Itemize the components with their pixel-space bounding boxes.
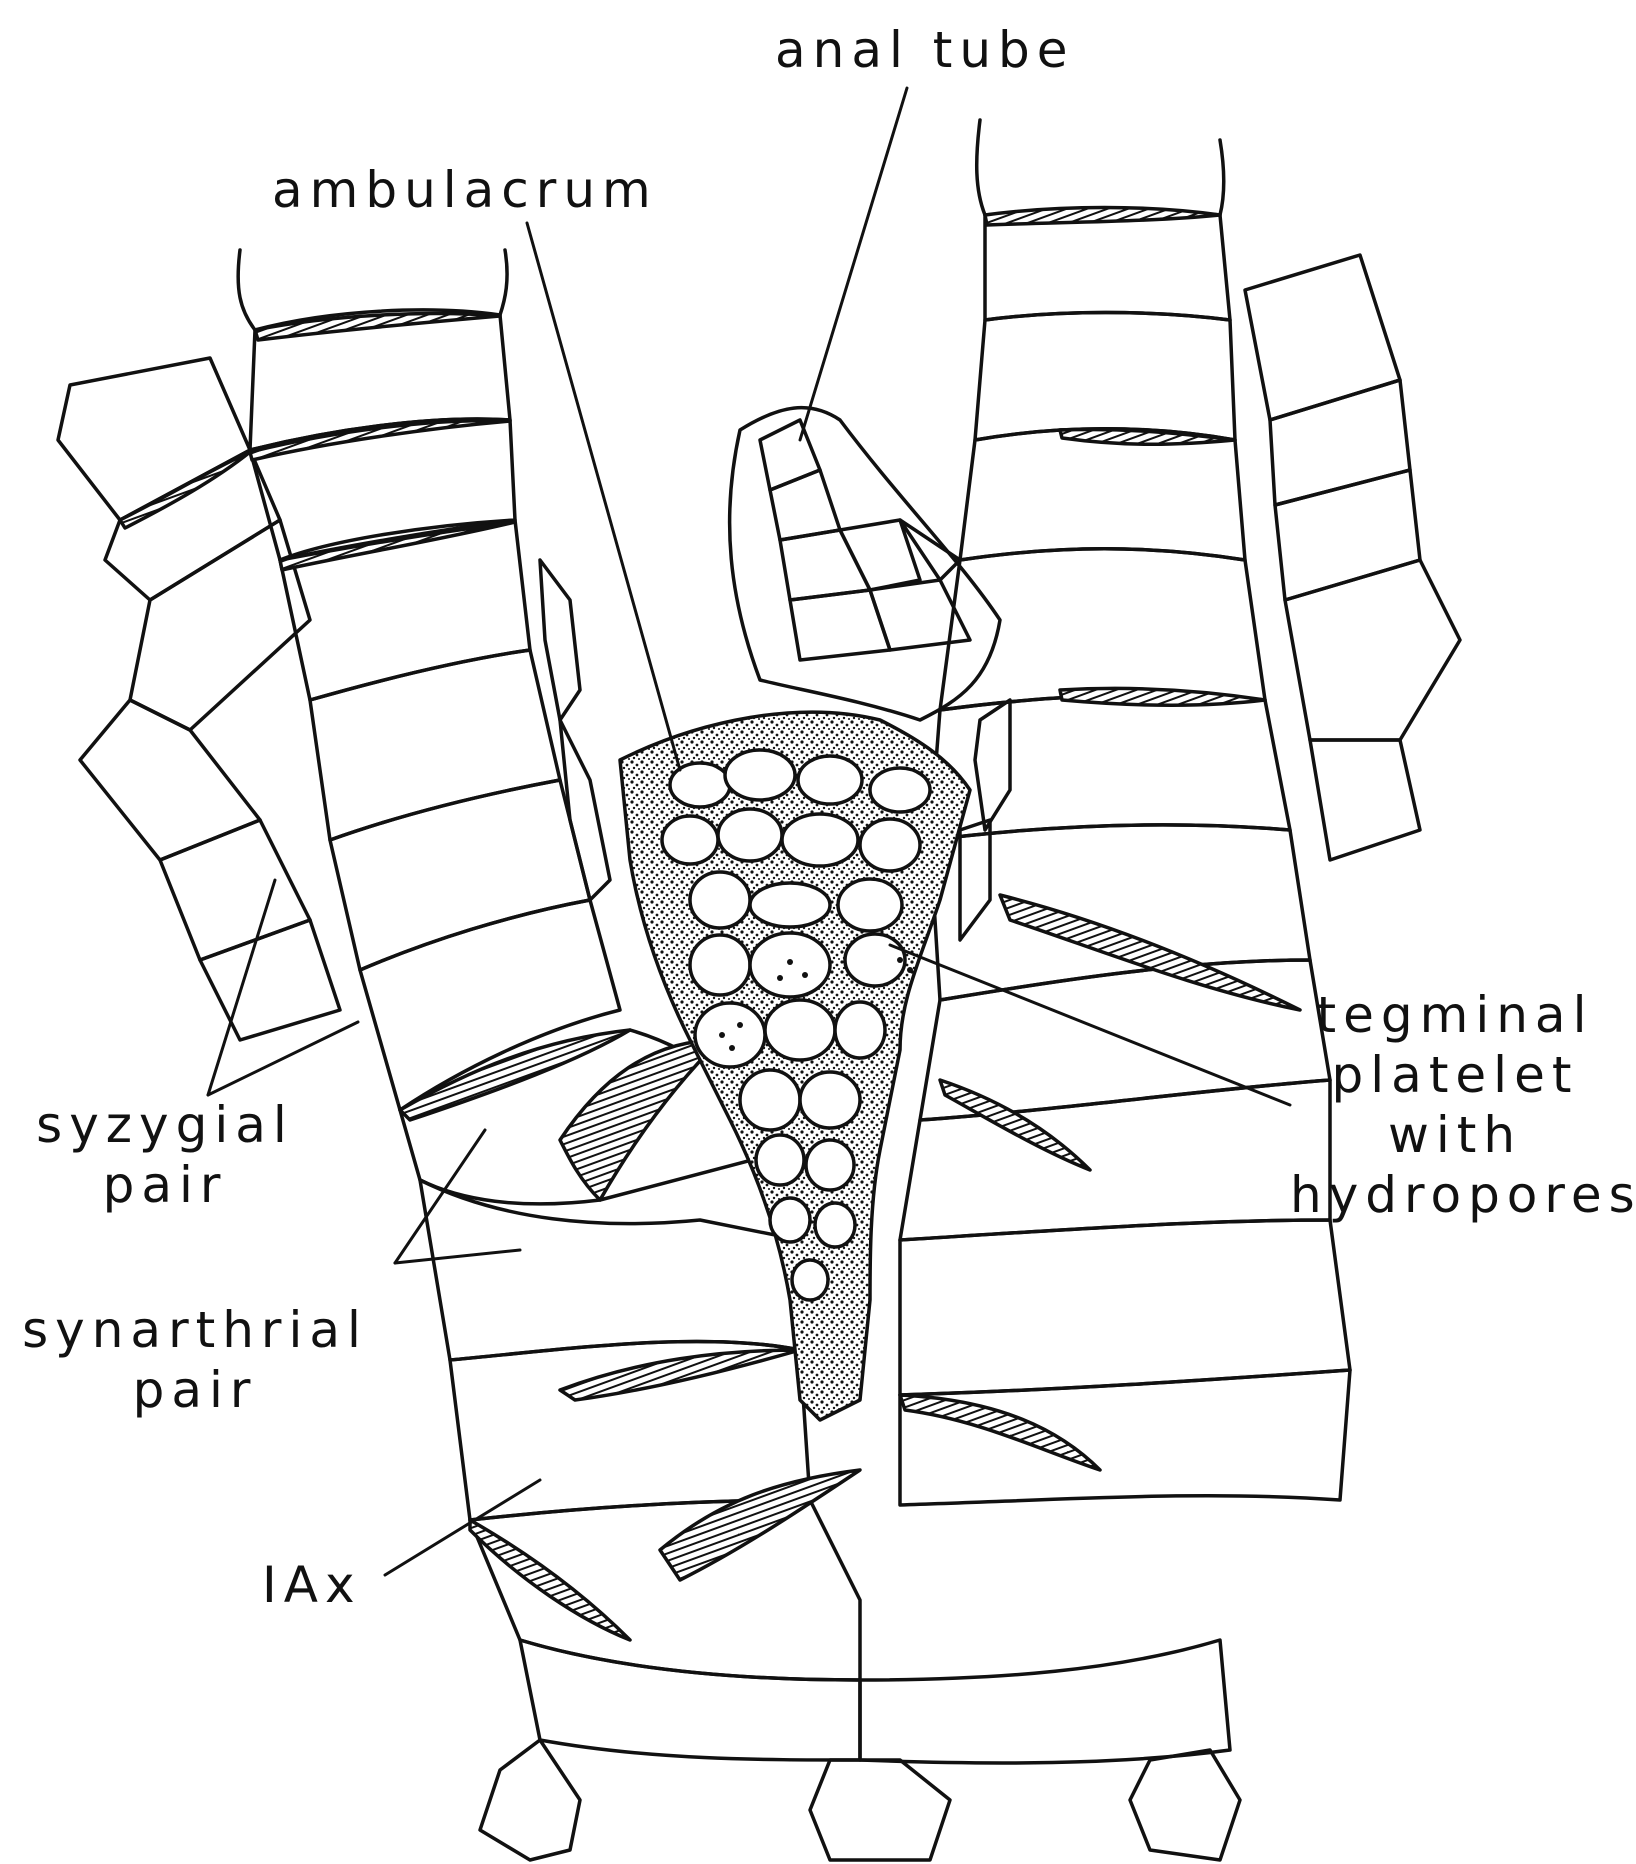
label-synarthrial-line2: pair bbox=[15, 1360, 375, 1420]
right-inner-arm bbox=[900, 120, 1350, 1505]
leader-tegminal-platelet bbox=[890, 945, 1290, 1105]
label-tegminal-line4: hydropores bbox=[1290, 1165, 1620, 1225]
leader-synarthrial-2 bbox=[395, 1250, 520, 1263]
anal-tube-plates bbox=[730, 408, 1000, 720]
label-syzygial-line1: syzygial bbox=[20, 1095, 310, 1155]
label-tegminal-line2: platelet bbox=[1290, 1045, 1620, 1105]
label-synarthrial-group: synarthrial pair bbox=[15, 1300, 375, 1420]
label-anal-tube: anal tube bbox=[775, 20, 1075, 80]
leader-syzygial-1 bbox=[208, 880, 275, 1095]
label-synarthrial-line1: synarthrial bbox=[15, 1300, 375, 1360]
label-tegminal-line1: tegminal bbox=[1290, 985, 1620, 1045]
label-tegminal-line3: with bbox=[1290, 1105, 1620, 1165]
label-tegminal-platelet-group: tegminal platelet with hydropores bbox=[1290, 985, 1620, 1225]
label-ambulacrum: ambulacrum bbox=[272, 160, 658, 220]
leader-anal-tube bbox=[800, 88, 907, 440]
label-syzygial-group: syzygial pair bbox=[20, 1095, 310, 1215]
left-outer-arm bbox=[58, 358, 340, 1040]
label-iax: IAx bbox=[262, 1555, 362, 1615]
leader-ambulacrum bbox=[527, 223, 680, 770]
leader-syzygial-2 bbox=[208, 1022, 358, 1095]
label-syzygial-line2: pair bbox=[20, 1155, 310, 1215]
